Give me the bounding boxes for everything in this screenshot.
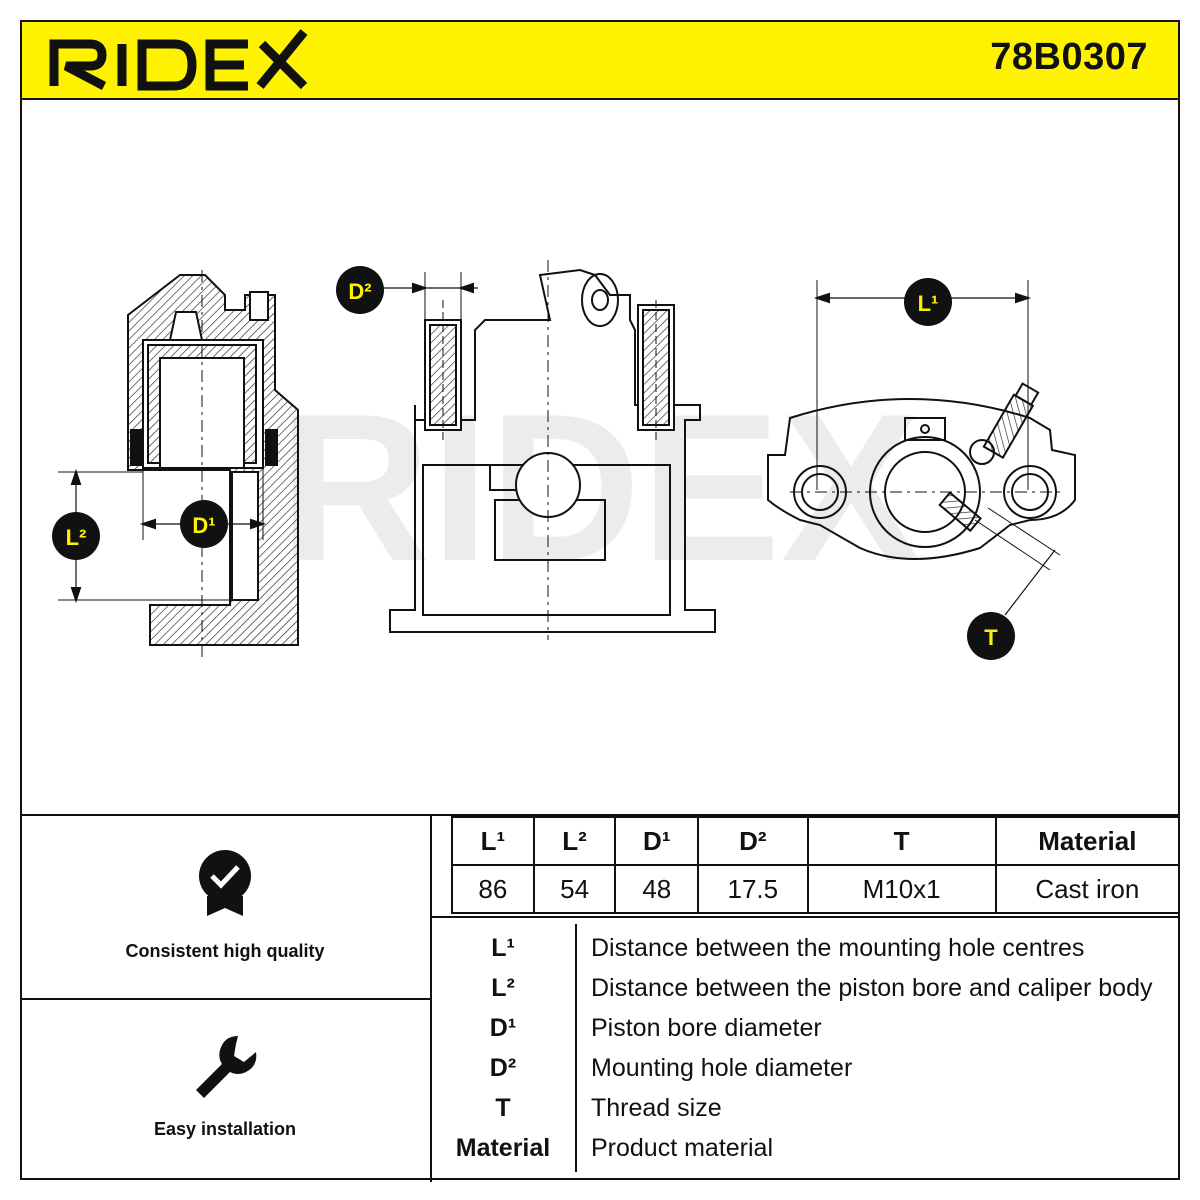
legend-row: T Thread size xyxy=(431,1088,1180,1128)
spec-table: L¹ L² D¹ D² T Material 86 54 48 17.5 M10… xyxy=(451,816,1181,914)
spec-value-material: Cast iron xyxy=(994,864,1181,914)
badge-l1: L¹ xyxy=(904,278,952,326)
svg-text:L²: L² xyxy=(66,525,87,550)
legend-row: Material Product material xyxy=(431,1128,1180,1168)
legend-row: D² Mounting hole diameter xyxy=(431,1048,1180,1088)
spec-value-d1: 48 xyxy=(614,864,700,914)
spec-header-t: T xyxy=(806,816,997,866)
legend-key: T xyxy=(495,1093,511,1122)
badge-d2: D² xyxy=(336,266,384,314)
feature-quality-label: Consistent high quality xyxy=(125,941,325,961)
svg-text:T: T xyxy=(984,625,998,650)
feature-installation: Easy installation xyxy=(20,1032,430,1140)
legend-row: L² Distance between the piston bore and … xyxy=(431,968,1180,1008)
watermark-text: RIDEX xyxy=(279,370,921,605)
caliper-top-view xyxy=(767,280,1076,616)
quality-badge-icon xyxy=(199,850,251,916)
svg-text:L¹: L¹ xyxy=(918,291,939,316)
spec-value-l1: 86 xyxy=(451,864,535,914)
legend-desc: Thread size xyxy=(591,1093,722,1122)
spec-value-l2: 54 xyxy=(532,864,617,914)
legend-row: L¹ Distance between the mounting hole ce… xyxy=(431,928,1180,968)
caliper-drawing: RIDEX xyxy=(52,260,1076,660)
spec-header-material: Material xyxy=(994,816,1181,866)
legend-row: D¹ Piston bore diameter xyxy=(431,1008,1180,1048)
feature-quality: Consistent high quality xyxy=(20,848,430,962)
legend-desc: Distance between the mounting hole centr… xyxy=(591,933,1085,962)
badge-t: T xyxy=(967,612,1015,660)
spec-header-l1: L¹ xyxy=(451,816,535,866)
spec-header-d1: D¹ xyxy=(614,816,700,866)
caliper-section-view xyxy=(58,270,299,660)
feature-divider xyxy=(20,998,430,1000)
legend: L¹ Distance between the mounting hole ce… xyxy=(431,916,1180,1172)
svg-text:D¹: D¹ xyxy=(192,513,215,538)
part-number: 78B0307 xyxy=(990,36,1148,78)
info-section: Consistent high quality Easy installatio… xyxy=(20,814,1181,1182)
badge-l2: L² xyxy=(52,512,100,560)
technical-drawing: RIDEX xyxy=(20,100,1180,814)
brand-logo xyxy=(46,28,316,97)
feature-installation-label: Easy installation xyxy=(153,1119,297,1139)
legend-desc: Product material xyxy=(591,1133,774,1162)
legend-desc: Distance between the piston bore and cal… xyxy=(591,973,1153,1002)
legend-desc: Piston bore diameter xyxy=(591,1013,822,1042)
legend-key: Material xyxy=(455,1133,551,1162)
caliper-front-view xyxy=(375,260,716,640)
spec-header-l2: L² xyxy=(532,816,617,866)
wrench-icon xyxy=(196,1036,257,1098)
ridex-logo-icon xyxy=(49,29,308,91)
legend-key: D¹ xyxy=(489,1013,517,1042)
spec-value-d2: 17.5 xyxy=(697,864,809,914)
legend-key: D² xyxy=(489,1053,517,1082)
legend-key: L¹ xyxy=(491,933,515,962)
legend-key: L² xyxy=(491,973,515,1002)
svg-text:D²: D² xyxy=(348,279,371,304)
spec-table-header-row: L¹ L² D¹ D² T Material xyxy=(451,816,1181,866)
section-divider xyxy=(430,816,432,1182)
legend-desc: Mounting hole diameter xyxy=(591,1053,853,1082)
legend-top-border xyxy=(431,916,1180,918)
spec-table-value-row: 86 54 48 17.5 M10x1 Cast iron xyxy=(451,864,1181,914)
legend-separator xyxy=(575,924,577,1172)
spec-value-t: M10x1 xyxy=(806,864,997,914)
badge-d1: D¹ xyxy=(180,500,228,548)
header-bar: 78B0307 xyxy=(20,20,1180,100)
spec-header-d2: D² xyxy=(697,816,809,866)
